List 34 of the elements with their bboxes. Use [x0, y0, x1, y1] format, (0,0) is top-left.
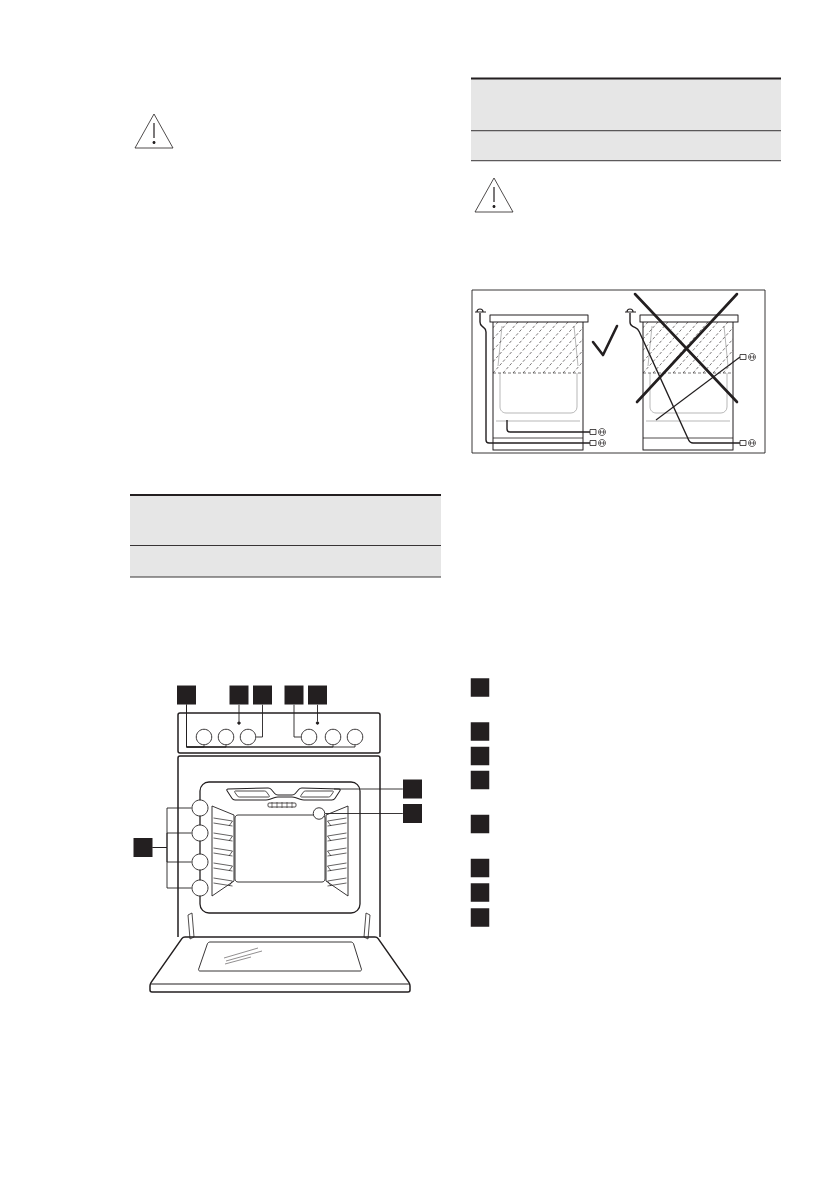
callout-square	[470, 722, 490, 741]
callout-square	[308, 685, 327, 705]
callout-square	[470, 678, 490, 697]
leader-line	[238, 704, 240, 722]
shelf-position-circle	[191, 879, 209, 897]
leader-line	[324, 813, 404, 814]
callout-square	[470, 908, 490, 927]
control-knob	[195, 728, 213, 746]
control-knob	[346, 728, 364, 746]
callout-square	[470, 883, 490, 902]
callout-square	[403, 779, 422, 799]
leader-line	[293, 704, 302, 738]
control-knob	[324, 728, 342, 746]
shelf-position-circle	[191, 853, 209, 871]
callout-square	[470, 814, 490, 834]
callout-square	[470, 746, 490, 766]
callout-square	[284, 685, 304, 705]
leader-line	[152, 847, 192, 889]
callout-square	[133, 838, 153, 857]
leader-line	[333, 788, 404, 790]
callout-square	[253, 685, 272, 705]
control-knob	[239, 728, 257, 746]
callout-square	[177, 685, 196, 705]
control-knob	[300, 728, 318, 746]
callout-square	[229, 685, 249, 705]
control-knob	[217, 728, 235, 746]
callout-square	[403, 804, 422, 823]
callout-square	[470, 770, 490, 790]
shelf-position-circle	[191, 824, 209, 842]
oven-lamp	[312, 807, 326, 820]
leader-line	[255, 704, 263, 738]
shelf-position-circle	[191, 799, 209, 817]
leader-line	[317, 704, 318, 722]
callout-square	[470, 858, 490, 878]
